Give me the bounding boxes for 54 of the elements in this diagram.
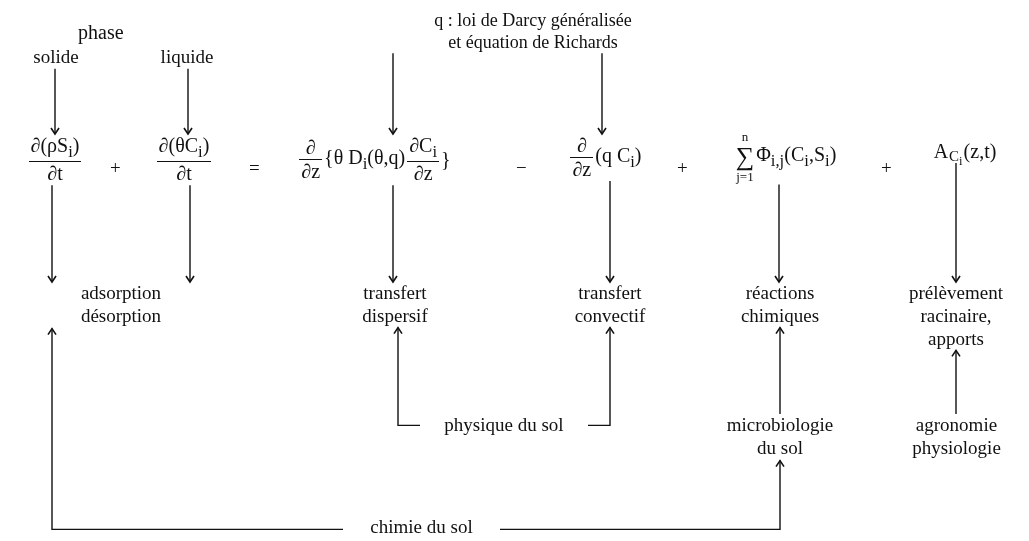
arrow bbox=[597, 52, 607, 135]
denominator: ∂z bbox=[571, 158, 593, 181]
operator-sign: = bbox=[249, 158, 260, 177]
numerator: ∂ bbox=[575, 134, 588, 157]
summation-sign: ∑ bbox=[735, 144, 755, 171]
annotation-text: solide bbox=[33, 46, 79, 69]
annotation-text: agronomie physiologie bbox=[911, 414, 1002, 460]
annotation-text: liquide bbox=[160, 46, 214, 69]
annotation-text: transfert convectif bbox=[573, 282, 647, 328]
arrow bbox=[774, 183, 784, 283]
arrow bbox=[47, 184, 57, 283]
math-expression: Φ$_{i,j}$(C$_{i}$,S$_{i}$) bbox=[756, 143, 837, 172]
arrow bbox=[47, 327, 344, 531]
denominator: ∂z bbox=[300, 160, 322, 184]
arrow bbox=[50, 68, 60, 135]
annotation-text: microbiologie du sol bbox=[725, 414, 835, 460]
operator-sign: + bbox=[110, 158, 121, 177]
numerator: ∂(θC$_{i}$) bbox=[157, 134, 211, 162]
heading-text: phase bbox=[78, 22, 124, 42]
math-symbol: A bbox=[933, 140, 949, 163]
arrow bbox=[951, 162, 961, 283]
arrow bbox=[388, 184, 398, 283]
arrow bbox=[393, 326, 421, 427]
annotation-text: transfert dispersif bbox=[361, 282, 429, 328]
numerator: ∂(ρS$_{i}$) bbox=[29, 134, 81, 162]
denominator: ∂z bbox=[412, 162, 434, 186]
annotation-text: adsorption désorption bbox=[79, 282, 163, 328]
summation-limit: n bbox=[741, 130, 749, 145]
subscript: C$_{i}$ bbox=[949, 148, 963, 169]
annotation-text: prélèvement racinaire, apports bbox=[908, 282, 1004, 351]
arrow bbox=[587, 326, 615, 427]
operator-sign: + bbox=[677, 158, 688, 177]
numerator: ∂C$_{i}$ bbox=[408, 134, 439, 162]
math-expression: {θ D$_{i}$(θ,q) bbox=[324, 145, 406, 174]
denominator: ∂t bbox=[175, 162, 193, 186]
math-expression: (q C$_{i}$) bbox=[595, 143, 642, 172]
arrow bbox=[775, 326, 785, 415]
arrow bbox=[499, 459, 785, 531]
annotation-text: physique du sol bbox=[444, 414, 564, 437]
arrow bbox=[183, 68, 193, 135]
math-expression: (z,t) bbox=[963, 140, 997, 163]
annotation-text: chimie du sol bbox=[370, 516, 473, 539]
annotation-text: q : loi de Darcy généralisée et équation de Richards bbox=[433, 10, 633, 54]
closing-brace: } bbox=[441, 148, 451, 172]
operator-sign: − bbox=[516, 158, 527, 177]
denominator: ∂t bbox=[46, 162, 64, 186]
arrow bbox=[185, 184, 195, 283]
numerator: ∂ bbox=[304, 136, 317, 160]
arrow bbox=[605, 180, 615, 283]
arrow bbox=[951, 349, 961, 415]
arrow bbox=[388, 52, 398, 135]
summation-limit: j=1 bbox=[736, 170, 754, 185]
operator-sign: + bbox=[881, 158, 892, 177]
annotation-text: réactions chimiques bbox=[739, 282, 821, 328]
